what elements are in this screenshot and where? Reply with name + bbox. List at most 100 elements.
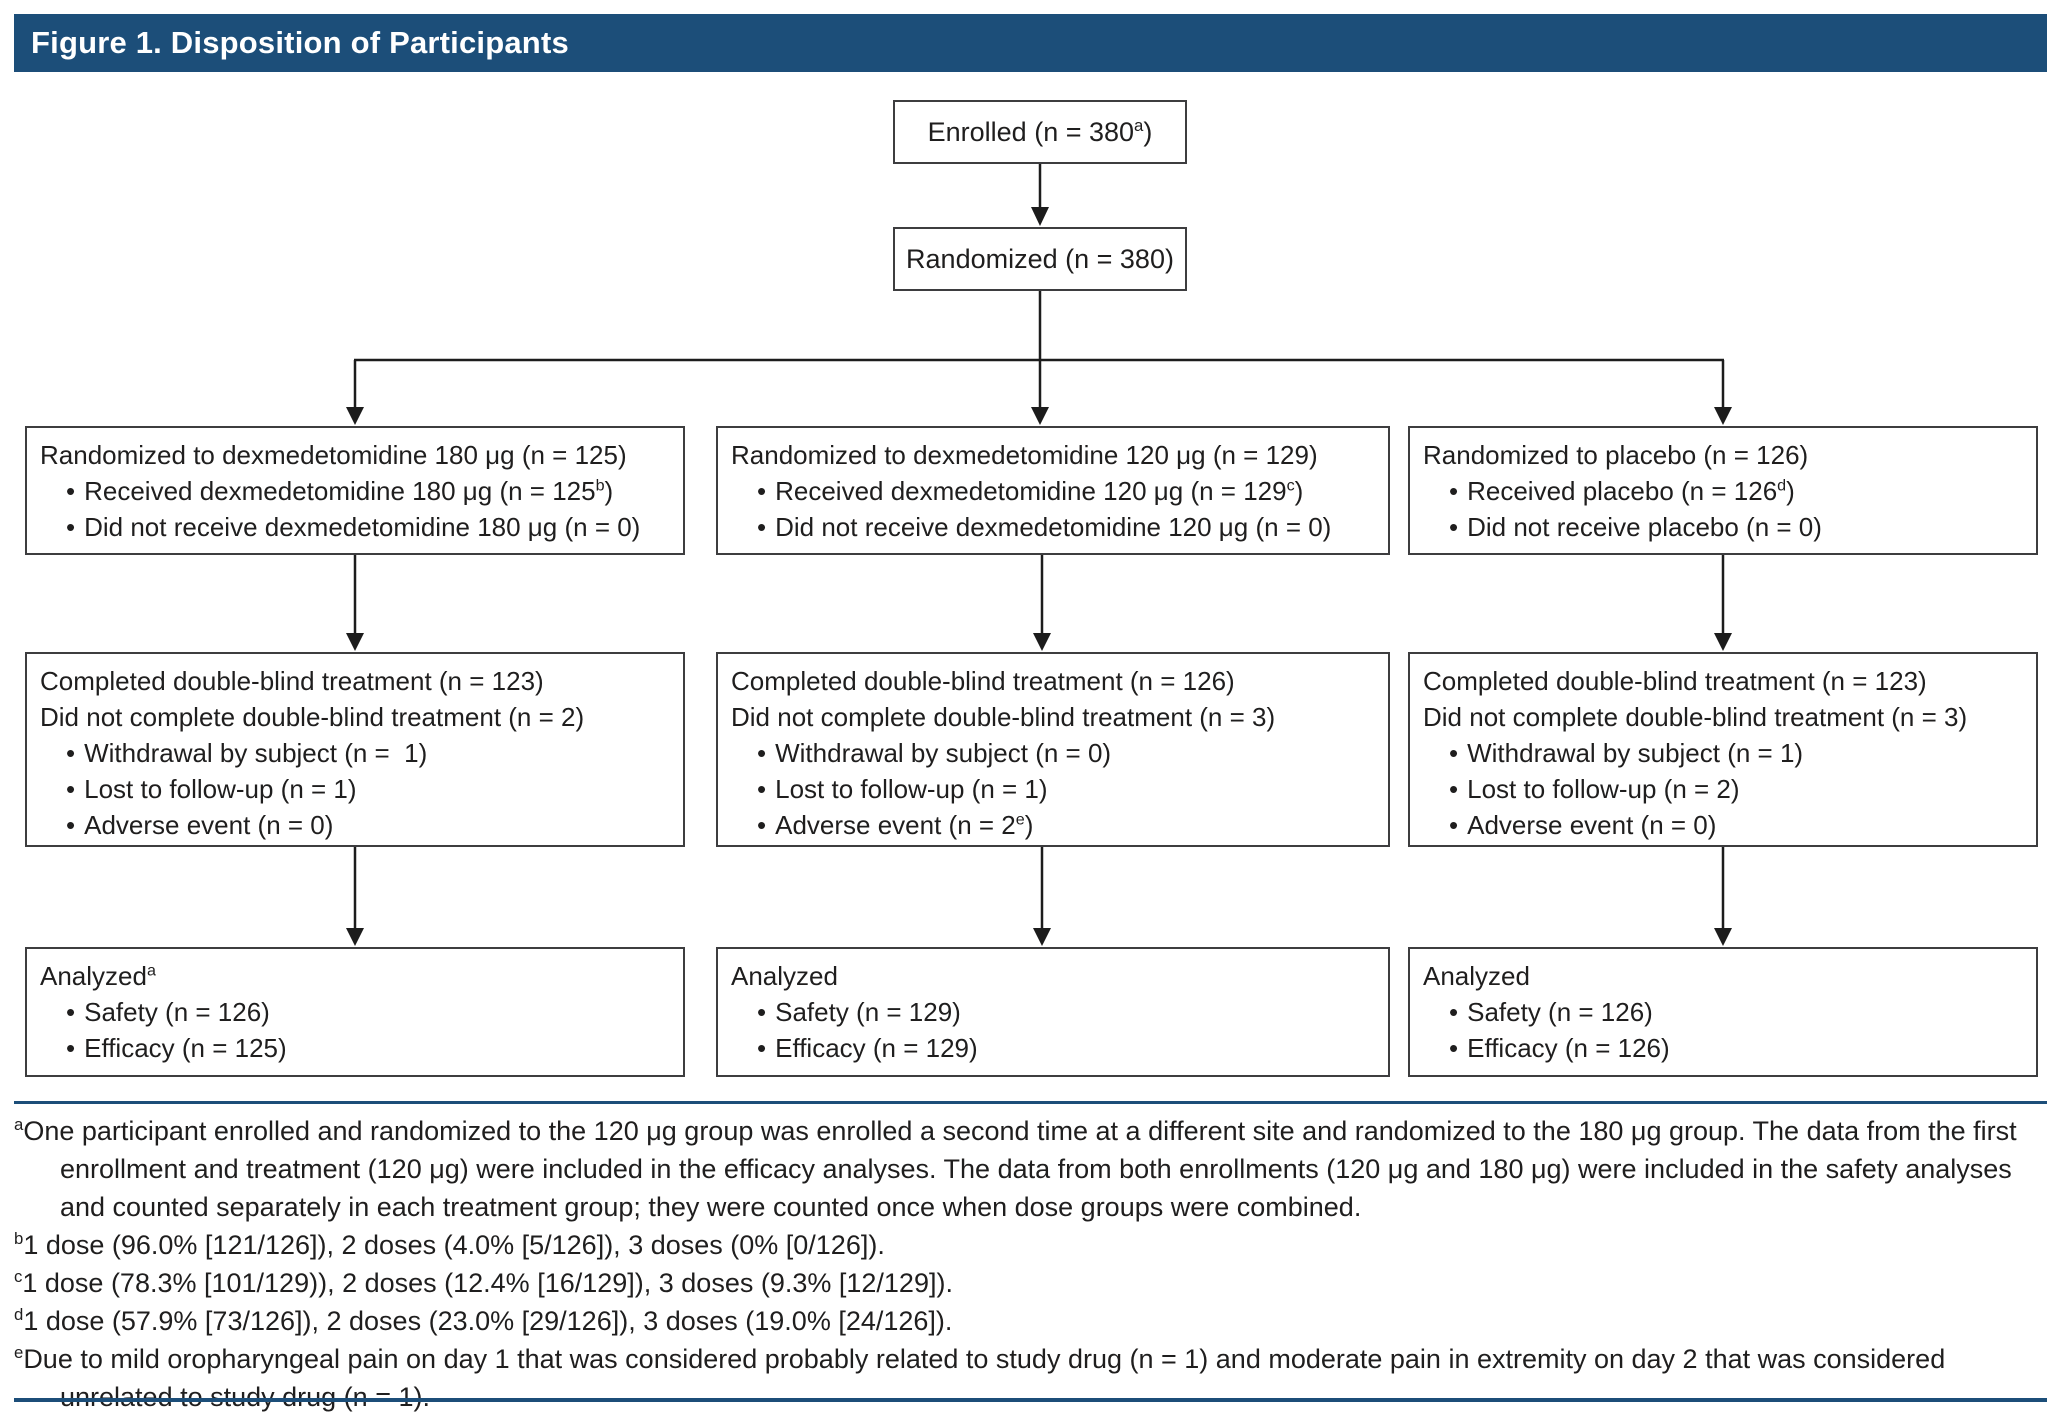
bullet-dot: •: [66, 997, 76, 1027]
bullet-item: • Withdrawal by subject (n = 1): [1423, 735, 2023, 771]
randomized-text: Randomized (n = 380): [906, 244, 1174, 274]
box-title: Randomized to dexmedetomidine 120 μg (n …: [731, 437, 1375, 473]
box-line: Did not complete double-blind treatment …: [40, 699, 670, 735]
bullet-dot: •: [1449, 738, 1459, 768]
footnote-marker-c: c: [14, 1267, 23, 1286]
text: Received dexmedetomidine 180 μg (n = 125: [84, 476, 596, 506]
text: Safety (n = 129): [775, 997, 961, 1027]
footnote-text: 1 dose (96.0% [121/126]), 2 doses (4.0% …: [23, 1230, 885, 1260]
box-line: Did not complete double-blind treatment …: [731, 699, 1375, 735]
text: Adverse event (n = 0): [1467, 810, 1717, 840]
footnote-marker-b: b: [595, 476, 605, 495]
arrowhead-branch-left: [346, 407, 364, 425]
bullet-item: •Received placebo (n = 126d): [1423, 473, 2023, 509]
footnote-c: c1 dose (78.3% [101/129)), 2 doses (12.4…: [14, 1264, 2048, 1302]
text: Completed double-blind treatment (n = 12…: [1423, 666, 1927, 696]
bullet-dot: •: [66, 476, 76, 506]
footnote-text: Due to mild oropharyngeal pain on day 1 …: [23, 1344, 1946, 1412]
text: Did not receive dexmedetomidine 120 μg (…: [775, 512, 1332, 542]
treatment-box-placebo: Completed double-blind treatment (n = 12…: [1408, 652, 2038, 847]
bullet-dot: •: [1449, 512, 1459, 542]
footnote-a: aOne participant enrolled and randomized…: [14, 1112, 2048, 1226]
text-close: ): [1024, 810, 1034, 840]
treatment-box-dex120: Completed double-blind treatment (n = 12…: [716, 652, 1390, 847]
box-line: Did not complete double-blind treatment …: [1423, 699, 2023, 735]
bullet-dot: •: [757, 738, 767, 768]
footnote-text: 1 dose (57.9% [73/126]), 2 doses (23.0% …: [23, 1306, 953, 1336]
assignment-box-dex180: Randomized to dexmedetomidine 180 μg (n …: [25, 426, 685, 555]
bullet-item: •Lost to follow-up (n = 1): [40, 771, 670, 807]
bullet-item: •Withdrawal by subject (n = 1): [40, 735, 670, 771]
text: Randomized to dexmedetomidine 180 μg (n …: [40, 440, 627, 470]
footnote-e: eDue to mild oropharyngeal pain on day 1…: [14, 1340, 2048, 1416]
box-line: Completed double-blind treatment (n = 12…: [1423, 663, 2023, 699]
bullet-item: • Efficacy (n = 129): [731, 1030, 1375, 1066]
box-title: Randomized to dexmedetomidine 180 μg (n …: [40, 437, 670, 473]
arrowhead-randomized-mid: [1031, 407, 1049, 425]
figure-title-bar: Figure 1. Disposition of Participants: [14, 14, 2047, 72]
bullet-dot: •: [757, 810, 767, 840]
bullet-dot: •: [1449, 1033, 1459, 1063]
footnote-marker-a: a: [146, 961, 156, 980]
text: Safety (n = 126): [84, 997, 270, 1027]
box-title: Analyzeda: [40, 958, 670, 994]
text: Did not complete double-blind treatment …: [40, 702, 585, 732]
text: Efficacy (n = 129): [775, 1033, 978, 1063]
analyzed-box-dex180: Analyzeda • Safety (n = 126) •Efficacy (n…: [25, 947, 685, 1077]
bullet-item: • Safety (n = 126): [40, 994, 670, 1030]
text-close: ): [1294, 476, 1304, 506]
footnote-marker-d: d: [14, 1305, 24, 1324]
text: Analyzed: [1423, 961, 1530, 991]
analyzed-box-dex120: Analyzed •Safety (n = 129) •Efficacy (n …: [716, 947, 1390, 1077]
box-line: Completed double-blind treatment (n = 12…: [731, 663, 1375, 699]
bullet-item: •Efficacy (n = 126): [1423, 1030, 2023, 1066]
text: Lost to follow-up (n = 2): [1467, 774, 1740, 804]
text: Adverse event (n = 2: [775, 810, 1016, 840]
box-line: Completed double-blind treatment (n = 12…: [40, 663, 670, 699]
figure-title: Figure 1. Disposition of Participants: [31, 25, 569, 60]
bullet-dot: •: [1449, 810, 1459, 840]
bullet-item: • Withdrawal by subject (n = 0): [731, 735, 1375, 771]
randomized-box: Randomized (n = 380): [893, 227, 1187, 291]
footnote-marker-e: e: [1015, 810, 1025, 829]
figure-bottom-rule: [14, 1398, 2047, 1402]
text: Withdrawal by subject (n = 1): [1467, 738, 1804, 768]
footnote-b: b1 dose (96.0% [121/126]), 2 doses (4.0%…: [14, 1226, 2048, 1264]
bullet-item: • Safety (n = 126): [1423, 994, 2023, 1030]
bullet-item: • Received dexmedetomidine 180 μg (n = 12…: [40, 473, 670, 509]
arrowhead-enrolled-randomized: [1031, 207, 1049, 226]
assignment-box-dex120: Randomized to dexmedetomidine 120 μg (n …: [716, 426, 1390, 555]
footnote-top-rule: [14, 1101, 2047, 1104]
bullet-dot: •: [757, 997, 767, 1027]
arrowhead-arm3-r2: [1714, 633, 1732, 651]
text: Lost to follow-up (n = 1): [84, 774, 357, 804]
text: Did not complete double-blind treatment …: [1423, 702, 1968, 732]
text-close: ): [1786, 476, 1795, 506]
box-title: Analyzed: [1423, 958, 2023, 994]
text: Randomized to placebo (n = 126): [1423, 440, 1809, 470]
bullet-item: • Safety (n = 129): [731, 994, 1375, 1030]
footnote-text: 1 dose (78.3% [101/129)), 2 doses (12.4%…: [22, 1268, 953, 1298]
text: Lost to follow-up (n = 1): [775, 774, 1048, 804]
bullet-dot: •: [1449, 476, 1459, 506]
bullet-dot: •: [1449, 997, 1459, 1027]
box-title: Randomized to placebo (n = 126): [1423, 437, 2023, 473]
arrowhead-arm3-r3: [1714, 928, 1732, 946]
enrolled-text-close: ): [1143, 117, 1153, 147]
text: Completed double-blind treatment (n = 12…: [40, 666, 544, 696]
bullet-dot: •: [66, 512, 76, 542]
text: Received placebo (n = 126: [1467, 476, 1778, 506]
treatment-box-dex180: Completed double-blind treatment (n = 12…: [25, 652, 685, 847]
footnote-text: One participant enrolled and randomized …: [23, 1116, 2017, 1222]
text: Withdrawal by subject (n = 0): [775, 738, 1112, 768]
bullet-dot: •: [1449, 774, 1459, 804]
text: Efficacy (n = 125): [84, 1033, 287, 1063]
bullet-dot: •: [757, 774, 767, 804]
bullet-item: •Did not receive dexmedetomidine 120 μg …: [731, 509, 1375, 545]
text: Analyzed: [40, 961, 147, 991]
bullet-item: •Did not receive placebo (n = 0): [1423, 509, 2023, 545]
text: Safety (n = 126): [1467, 997, 1653, 1027]
bullet-dot: •: [757, 1033, 767, 1063]
bullet-item: •Efficacy (n = 125): [40, 1030, 670, 1066]
